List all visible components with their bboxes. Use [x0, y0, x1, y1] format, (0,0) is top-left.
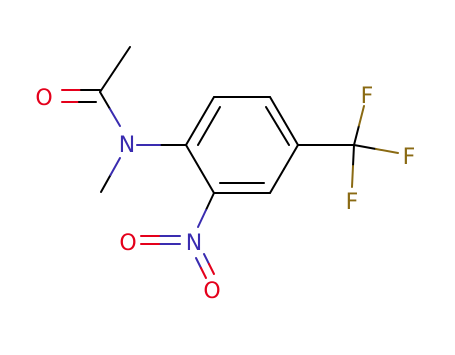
bond-ring-inner-c	[265, 106, 290, 146]
bond-n2-o3-b	[203, 253, 215, 275]
bond-c-f2-half-b	[375, 148, 399, 154]
atom-O3: O	[203, 279, 220, 304]
bond-c1-methyl	[99, 46, 131, 93]
bond-n2-o3-b-half-a	[203, 253, 210, 265]
bond-c-f1	[353, 105, 365, 146]
bond-n2-o3-a-half-a	[195, 257, 202, 269]
bond-ring-4-half-b	[269, 168, 285, 194]
atom-N2: N	[186, 231, 202, 256]
bond-c1-methyl-half-a	[99, 68, 116, 93]
bond-n1-methyl-half-b	[109, 157, 121, 176]
bond-n1-methyl	[100, 157, 121, 193]
bond-n2-o3-b-half-b	[208, 263, 215, 275]
bond-c1-methyl-half-b	[114, 46, 131, 71]
bond-ring-6-half-b	[185, 144, 201, 170]
bond-c-f3-half-b	[351, 165, 354, 188]
bond-ring-no2	[197, 192, 215, 228]
bond-ring-inner-a-half-a	[197, 125, 210, 146]
bond-ring-1	[185, 96, 215, 146]
bond-c1-n1-half-a	[99, 91, 111, 110]
bond-ring-inner-a-half-b	[208, 106, 221, 127]
bond-ring-1-half-a	[185, 120, 201, 146]
bond-ring-3-half-b	[283, 120, 299, 146]
atom-O1: O	[35, 86, 52, 111]
atom-F2: F	[403, 145, 416, 170]
bonds	[61, 46, 399, 279]
bond-ring-1-half-b	[199, 96, 215, 122]
bond-c-f3	[351, 144, 355, 188]
bond-ring-inner-a	[197, 106, 221, 146]
bond-n2-o3-a-half-b	[200, 267, 207, 279]
bond-ring-6	[185, 144, 215, 194]
atom-O2: O	[119, 231, 136, 256]
bond-c-f1-half-a	[353, 124, 360, 146]
bond-c1-n1	[99, 91, 121, 127]
bond-ring-no2-half-b	[197, 209, 207, 228]
atom-F3: F	[346, 190, 359, 215]
bond-ring-inner-c-half-a	[276, 125, 290, 146]
bond-ring-6-half-a	[199, 168, 215, 194]
bond-ring-no2-half-a	[205, 192, 215, 211]
bond-ring-4	[269, 144, 299, 194]
bond-ring-4-half-a	[283, 144, 299, 170]
bond-ring-3-half-a	[269, 96, 285, 122]
atom-F1: F	[361, 84, 374, 109]
bond-ring-inner-c-half-b	[265, 106, 279, 127]
bond-c1-n1-half-b	[109, 108, 121, 127]
bond-c-f2	[353, 144, 399, 154]
bond-c-f3-half-a	[352, 144, 355, 167]
bond-c-f2-half-a	[353, 144, 377, 150]
bond-ring-3	[269, 96, 299, 146]
bond-n1-methyl-half-a	[100, 174, 112, 193]
bond-n2-o3-a	[195, 257, 207, 279]
atom-N1: N	[119, 133, 135, 158]
bond-c-f1-half-b	[358, 105, 365, 127]
